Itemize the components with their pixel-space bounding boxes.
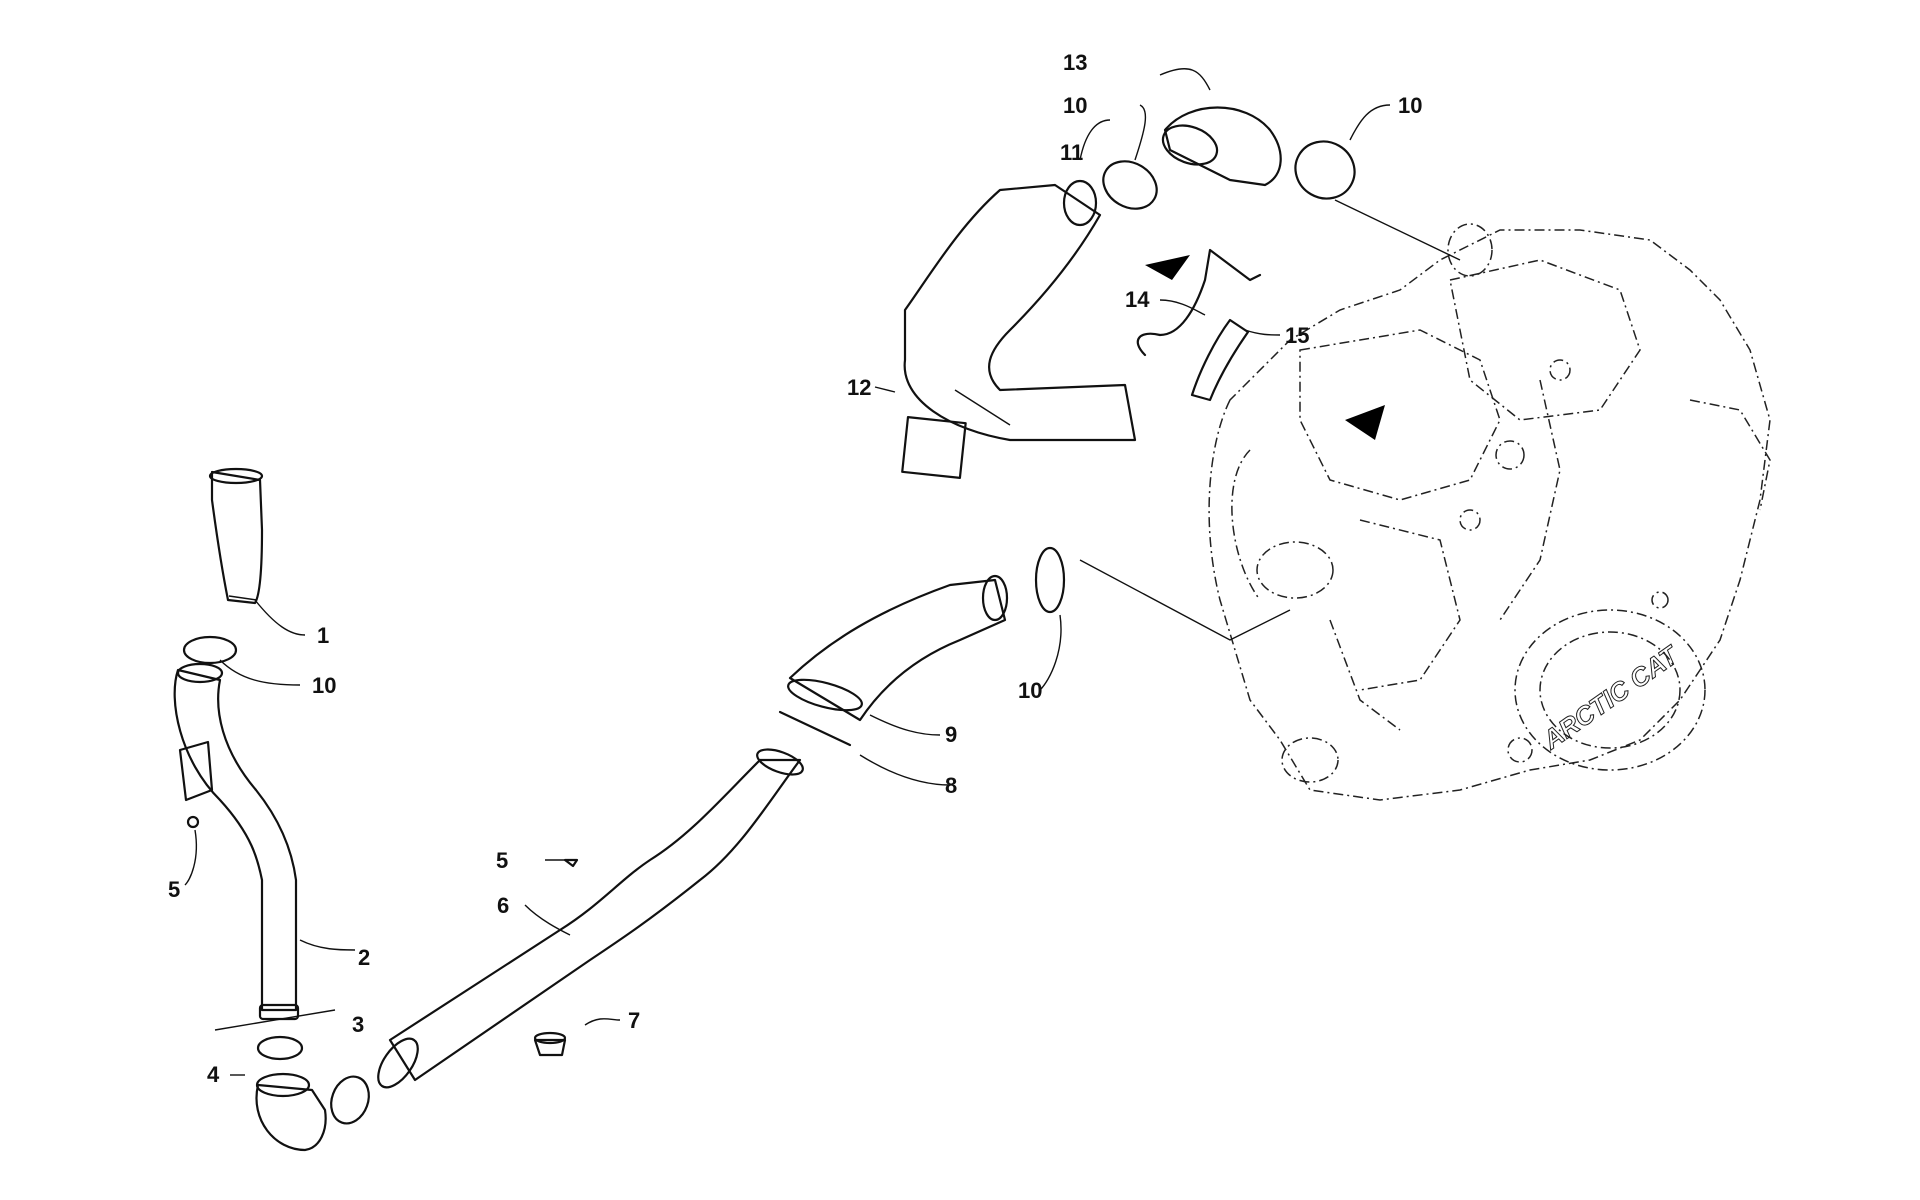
part-11-inlet-duct: [903, 179, 1137, 442]
part-5-fasteners: [186, 815, 579, 868]
part-10-clamps: [182, 140, 1356, 665]
part-13-elbow-boot: [1161, 106, 1282, 187]
callout-11: 11: [1060, 140, 1083, 165]
callout-6: 6: [497, 893, 509, 918]
engine-outline: ARCTIC CAT: [1208, 223, 1771, 801]
part-12-label: [901, 416, 967, 479]
callout-15: 15: [1285, 323, 1309, 348]
engine-arrow-marker: [1345, 405, 1385, 440]
part-14-wire-bracket: [1136, 248, 1262, 357]
part-8-pin: [778, 710, 852, 747]
callout-12: 12: [847, 375, 871, 400]
part-3-clamps: [256, 1035, 370, 1125]
callout-7: 7: [628, 1008, 640, 1033]
part-2-intake-tube: [173, 662, 300, 1021]
callout-13: 13: [1063, 50, 1087, 75]
callout-5a: 5: [168, 877, 180, 902]
engine-brand-text: ARCTIC CAT: [1537, 639, 1685, 755]
callout-5b: 5: [496, 848, 508, 873]
callout-9: 9: [945, 722, 957, 747]
callout-10a: 10: [312, 673, 336, 698]
callout-2: 2: [358, 945, 370, 970]
leader-lines: [184, 67, 1461, 1076]
callout-14: 14: [1125, 287, 1150, 312]
part-15-hose: [1190, 318, 1250, 402]
direction-arrow: [1145, 255, 1190, 280]
callout-3: 3: [352, 1012, 364, 1037]
part-6-long-duct: [377, 748, 804, 1089]
part-4-elbow: [255, 1072, 327, 1152]
callout-labels: 1 2 3 4 5 5 6 7 8 9 10 10 10 10 11 12 13…: [168, 50, 1422, 1087]
callout-1: 1: [317, 623, 329, 648]
callout-4: 4: [207, 1062, 220, 1087]
callout-8: 8: [945, 773, 957, 798]
callout-10b: 10: [1018, 678, 1042, 703]
part-7-grommet: [533, 1031, 567, 1057]
part-9-duct: [787, 574, 1009, 722]
part-1-intake-snorkel: [208, 467, 264, 605]
callout-10c: 10: [1063, 93, 1087, 118]
callout-10d: 10: [1398, 93, 1422, 118]
